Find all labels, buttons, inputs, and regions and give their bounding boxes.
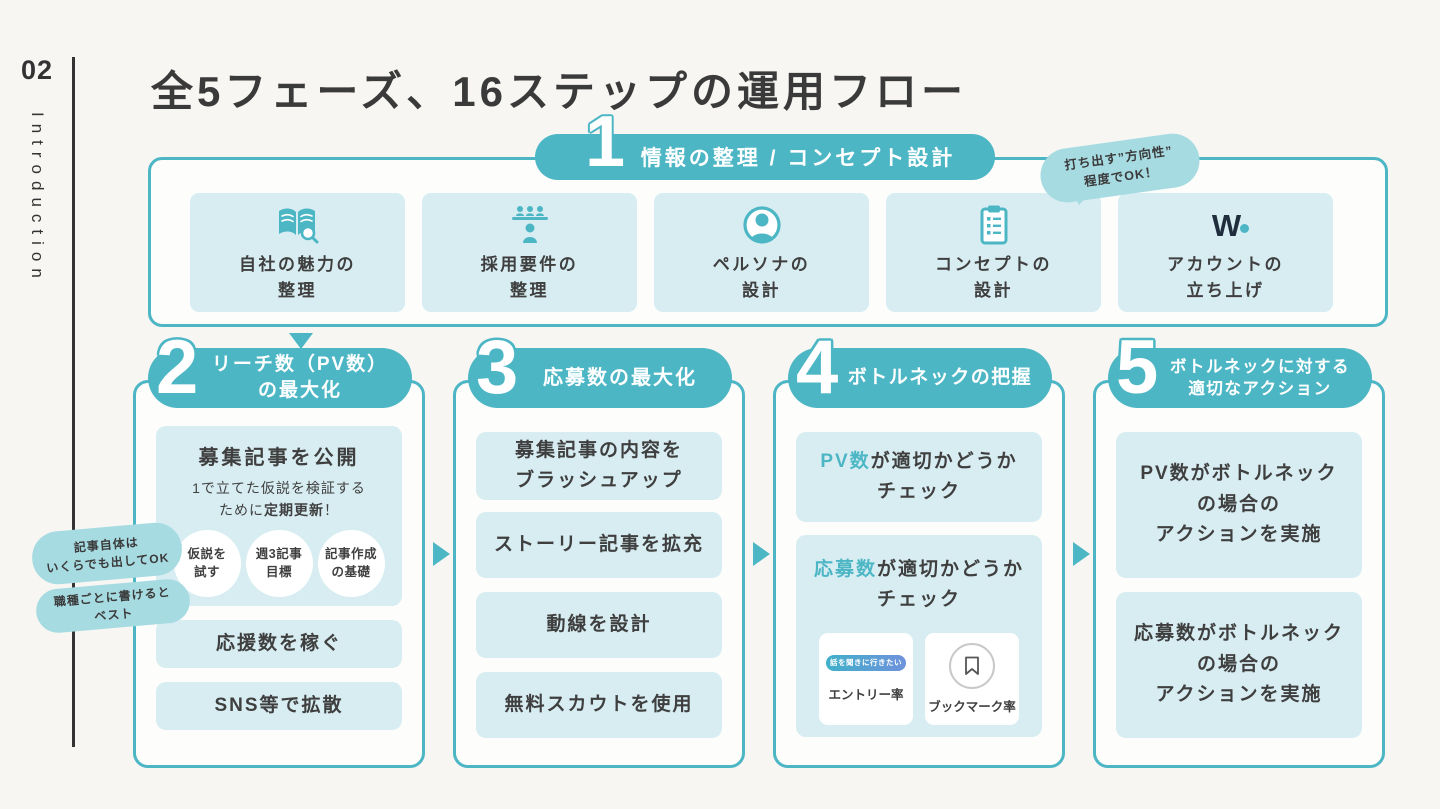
sidebar-divider <box>72 57 75 747</box>
metric-card-bookmark-rate: ブックマーク率 <box>925 632 1019 725</box>
phase2-number: 2 <box>156 325 199 410</box>
bookmark-icon <box>949 642 995 689</box>
phase2-main-card: 募集記事を公開 1で立てた仮説を検証する ために定期更新！ 仮説を 試す 週3記… <box>156 426 402 606</box>
metric-card-entry-rate: 話を聞きに行きたい エントリー率 <box>819 632 913 725</box>
flow-arrow-right <box>433 542 450 566</box>
phase3-card-flow-design: 動線を設計 <box>476 592 722 658</box>
phase3-container: 募集記事の内容を ブラッシュアップ ストーリー記事を拡充 動線を設計 無料スカウ… <box>453 380 745 768</box>
card-description: 1で立てた仮説を検証する ために定期更新！ <box>192 480 366 518</box>
book-search-icon <box>275 202 321 248</box>
persona-icon <box>741 202 783 248</box>
phase5-number: 5 <box>1116 325 1159 410</box>
step-card-concept: コンセプトの 設計 <box>886 193 1101 312</box>
phase5-header: ボトルネックに対する 適切なアクション <box>1108 348 1372 408</box>
phase3-card-scout: 無料スカウトを使用 <box>476 672 722 738</box>
step-card-company-appeal: 自社の魅力の 整理 <box>190 193 405 312</box>
step-label: アカウントの 立ち上げ <box>1167 255 1284 300</box>
tip-circle: 記事作成 の基礎 <box>317 530 385 598</box>
phase5-card-apply-action: 応募数がボトルネック の場合の アクションを実施 <box>1116 592 1362 738</box>
step-label: 採用要件の 整理 <box>480 255 579 300</box>
phase4-card-pv-check: PV数が適切かどうか チェック <box>796 432 1042 522</box>
highlight-apply: 応募数 <box>813 559 877 580</box>
wantedly-logo: W <box>1212 202 1250 248</box>
step-card-persona: ペルソナの 設計 <box>654 193 869 312</box>
entry-button: 話を聞きに行きたい <box>826 654 906 671</box>
step-card-hiring-requirements: 採用要件の 整理 <box>422 193 637 312</box>
phase5-card-pv-action: PV数がボトルネック の場合の アクションを実施 <box>1116 432 1362 578</box>
phase4-container: PV数が適切かどうか チェック 応募数が適切かどうか チェック 話を聞きに行きた… <box>773 380 1065 768</box>
step-label: 自社の魅力の 整理 <box>239 255 356 300</box>
tip-circle: 週3記事 目標 <box>245 530 313 598</box>
phase2-card-sns: SNS等で拡散 <box>156 682 402 730</box>
phase3-card-story: ストーリー記事を拡充 <box>476 512 722 578</box>
card-title: 募集記事を公開 <box>198 447 360 469</box>
logo-dot <box>1240 224 1250 233</box>
highlight-pv: PV数 <box>820 450 871 472</box>
tips-circles: 仮説を 試す 週3記事 目標 記事作成 の基礎 <box>173 530 385 598</box>
phase2-container: 募集記事を公開 1で立てた仮説を検証する ために定期更新！ 仮説を 試す 週3記… <box>133 380 425 768</box>
step-card-account: W アカウントの 立ち上げ <box>1118 193 1333 312</box>
phase3-header: 応募数の最大化 <box>468 348 732 408</box>
flow-arrow-down <box>289 333 313 349</box>
phase2-card-cheer: 応援数を稼ぐ <box>156 620 402 668</box>
phase2-header: リーチ数（PV数） の最大化 <box>148 348 412 408</box>
phase4-header: ボトルネックの把握 <box>788 348 1052 408</box>
metric-cards: 話を聞きに行きたい エントリー率 ブックマーク率 <box>819 632 1019 725</box>
phase1-steps: 自社の魅力の 整理 採用要件の 整理 <box>190 193 1336 312</box>
section-label: Introduction <box>28 112 47 285</box>
page-title: 全5フェーズ、16ステップの運用フロー <box>151 68 967 115</box>
page-number: 02 <box>21 55 54 85</box>
phase5-container: PV数がボトルネック の場合の アクションを実施 応募数がボトルネック の場合の… <box>1093 380 1385 768</box>
phase3-card-brushup: 募集記事の内容を ブラッシュアップ <box>476 432 722 500</box>
phase1-header: 情報の整理 / コンセプト設計 <box>535 134 995 180</box>
phase1-number: 1 <box>585 102 626 182</box>
step-label: コンセプトの 設計 <box>935 255 1052 300</box>
phase4-number: 4 <box>796 325 839 410</box>
flow-arrow-right <box>1073 542 1090 566</box>
phase3-number: 3 <box>476 325 519 410</box>
step-label: ペルソナの 設計 <box>712 255 811 300</box>
flow-arrow-right <box>753 542 770 566</box>
hiring-team-icon <box>508 202 552 248</box>
phase4-card-apply-check: 応募数が適切かどうか チェック 話を聞きに行きたい エントリー率 ブックマーク率 <box>796 535 1042 737</box>
clipboard-icon <box>976 202 1012 248</box>
